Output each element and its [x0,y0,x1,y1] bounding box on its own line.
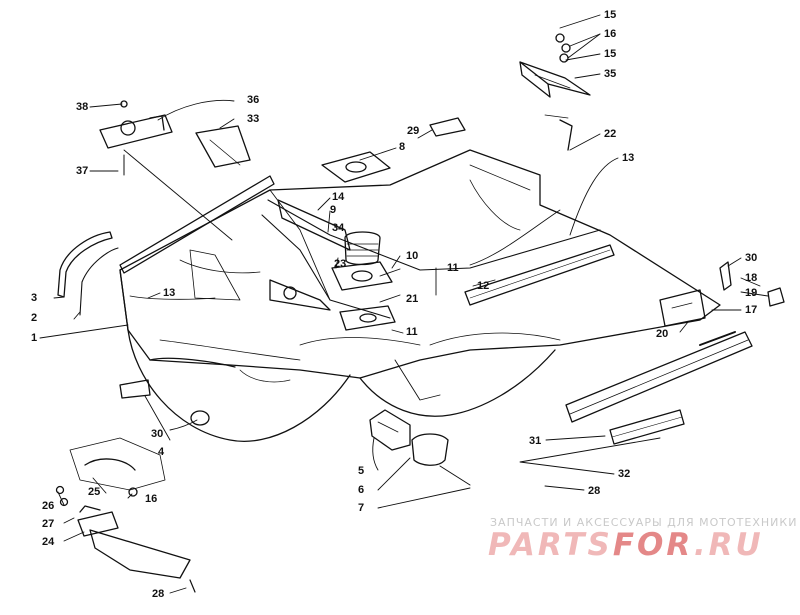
callout-7: 7 [358,502,365,514]
hinge-bracket [429,117,466,137]
right-brackets [659,261,785,327]
callout-4: 4 [158,446,165,458]
logo-tail: .RU [693,527,764,563]
watermark-tagline: ЗАПЧАСТИ И АКСЕССУАРЫ ДЛЯ МОТОТЕХНИКИ [490,516,798,529]
callout-32: 32 [618,468,631,480]
callout-11-upper: 11 [447,262,459,274]
callout-25: 25 [88,486,101,498]
callout-21: 21 [406,293,419,305]
callout-2: 2 [31,312,38,324]
grommet [190,410,210,426]
callout-30-right: 30 [745,252,758,264]
callout-17: 17 [745,304,758,316]
callout-10: 10 [406,250,419,262]
callout-37: 37 [76,165,89,177]
callout-19: 19 [745,287,758,299]
callout-36: 36 [247,94,260,106]
callout-18: 18 [745,272,758,284]
callout-33: 33 [247,113,260,125]
callout-16-lower: 16 [145,493,158,505]
callout-12: 12 [477,280,490,292]
logo-accent: FOR [612,527,694,563]
logo-main: PARTS [488,527,613,563]
upper-left-brackets [99,100,251,176]
belly-pan [119,149,721,442]
latch-assembly [369,409,471,486]
callout-28-left: 28 [152,588,165,600]
callout-9: 9 [330,204,337,216]
callout-23: 23 [334,258,347,270]
bumper-bar [565,331,753,423]
callout-28-right: 28 [588,485,601,497]
callout-31: 31 [529,435,542,447]
watermark-logo: PARTSFOR.RU [488,527,764,563]
callout-20: 20 [656,328,669,340]
callout-13-left: 13 [163,287,176,299]
callout-8: 8 [399,141,406,153]
callout-38: 38 [76,101,89,113]
leader-lines [39,14,769,594]
callout-3: 3 [31,292,38,304]
callout-6: 6 [358,484,365,496]
left-rails [57,175,275,316]
callout-16-top: 16 [604,28,617,40]
callout-14: 14 [332,191,345,203]
bumper-pad [119,379,151,399]
callout-29: 29 [407,125,420,137]
callout-15-mid: 15 [604,48,617,60]
callout-24: 24 [42,536,55,548]
lower-left-mount [55,437,196,593]
trim-strip [464,244,615,306]
upper-right-bracket [519,33,591,151]
callout-22: 22 [604,128,617,140]
callout-15-top: 15 [604,9,617,21]
callout-35: 35 [604,68,617,80]
callout-11-lower: 11 [406,326,418,338]
callout-34: 34 [332,222,345,234]
callout-13-right: 13 [622,152,635,164]
callout-26: 26 [42,500,55,512]
callout-30-left: 30 [151,428,164,440]
callout-1: 1 [31,332,38,344]
callout-5: 5 [358,465,365,477]
handle-grip [609,409,685,445]
callout-27: 27 [42,518,55,530]
steering-plate [321,151,396,331]
